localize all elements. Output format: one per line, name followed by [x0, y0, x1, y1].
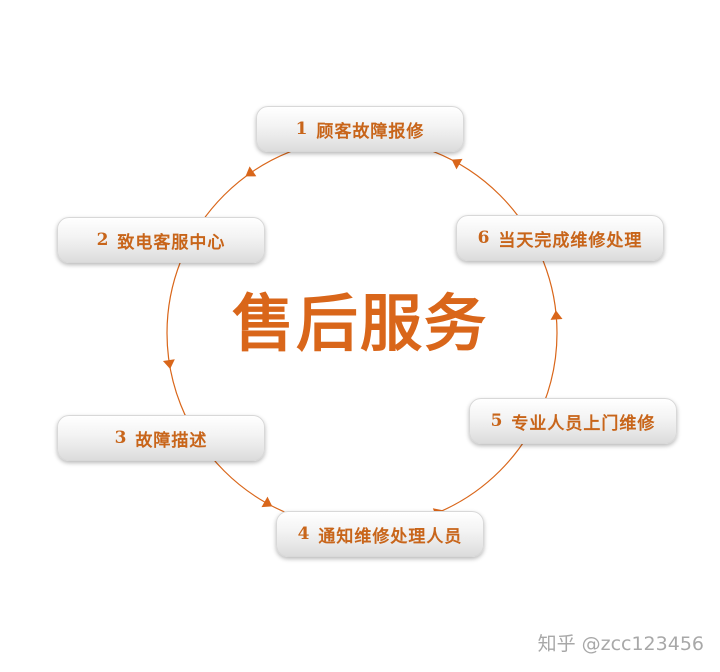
- step-5-box: 5 专业人员上门维修: [469, 398, 677, 444]
- watermark: 知乎 @zcc123456: [537, 633, 704, 655]
- step-number: 6: [477, 228, 491, 248]
- step-4-box: 4 通知维修处理人员: [276, 511, 484, 557]
- step-3-box: 3 故障描述: [57, 415, 265, 461]
- step-label: 顾客故障报修: [316, 121, 425, 142]
- flow-arrow-6: [451, 158, 463, 170]
- step-number: 1: [295, 119, 309, 139]
- step-label: 专业人员上门维修: [511, 413, 656, 434]
- step-number: 4: [297, 524, 311, 544]
- flow-arrow-1: [245, 166, 257, 177]
- step-1-box: 1 顾客故障报修: [256, 106, 464, 152]
- step-2-box: 2 致电客服中心: [57, 217, 265, 263]
- step-label: 致电客服中心: [117, 232, 226, 253]
- flow-arrow-2: [162, 359, 175, 370]
- diagram-title: 售后服务: [231, 287, 488, 360]
- step-label: 当天完成维修处理: [498, 230, 643, 251]
- step-number: 3: [114, 428, 128, 448]
- step-number: 5: [490, 411, 504, 431]
- step-6-box: 6 当天完成维修处理: [456, 215, 664, 261]
- step-label: 通知维修处理人员: [318, 526, 463, 547]
- flow-arrow-3: [261, 496, 273, 508]
- step-number: 2: [96, 230, 110, 250]
- flow-arrow-5: [550, 310, 563, 320]
- step-label: 故障描述: [135, 430, 208, 451]
